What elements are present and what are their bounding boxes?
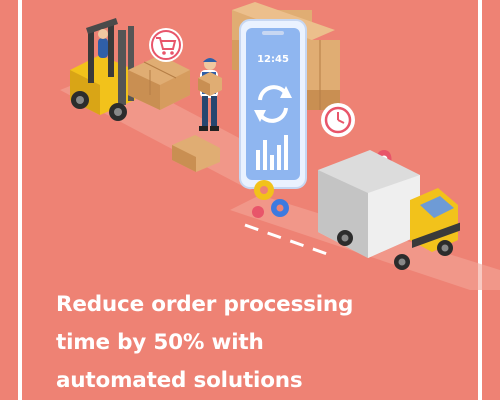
- floor-boxes: [172, 135, 220, 172]
- gear-icon: [252, 180, 289, 218]
- headline-line-3: automated solutions: [56, 368, 303, 393]
- sync-arrows-icon: [254, 85, 292, 123]
- left-border-line: [18, 0, 22, 400]
- shopping-cart-icon: [149, 28, 183, 62]
- cardboard-box-icon: [128, 55, 190, 110]
- worker-icon: [198, 58, 222, 131]
- smartphone-icon: 12:45: [239, 19, 307, 189]
- right-border-line: [478, 0, 482, 400]
- phone-time-label: 12:45: [257, 54, 289, 65]
- headline-text: Reduce order processing time by 50% with…: [56, 286, 476, 400]
- delivery-truck-icon: [318, 150, 460, 270]
- clock-icon: [321, 103, 355, 137]
- forklift-icon: [70, 18, 135, 121]
- headline-line-2: time by 50% with: [56, 330, 264, 355]
- headline-line-1: Reduce order processing: [56, 292, 354, 317]
- phone-bar-graph: [256, 135, 288, 170]
- logistics-illustration: 12:45: [60, 2, 500, 290]
